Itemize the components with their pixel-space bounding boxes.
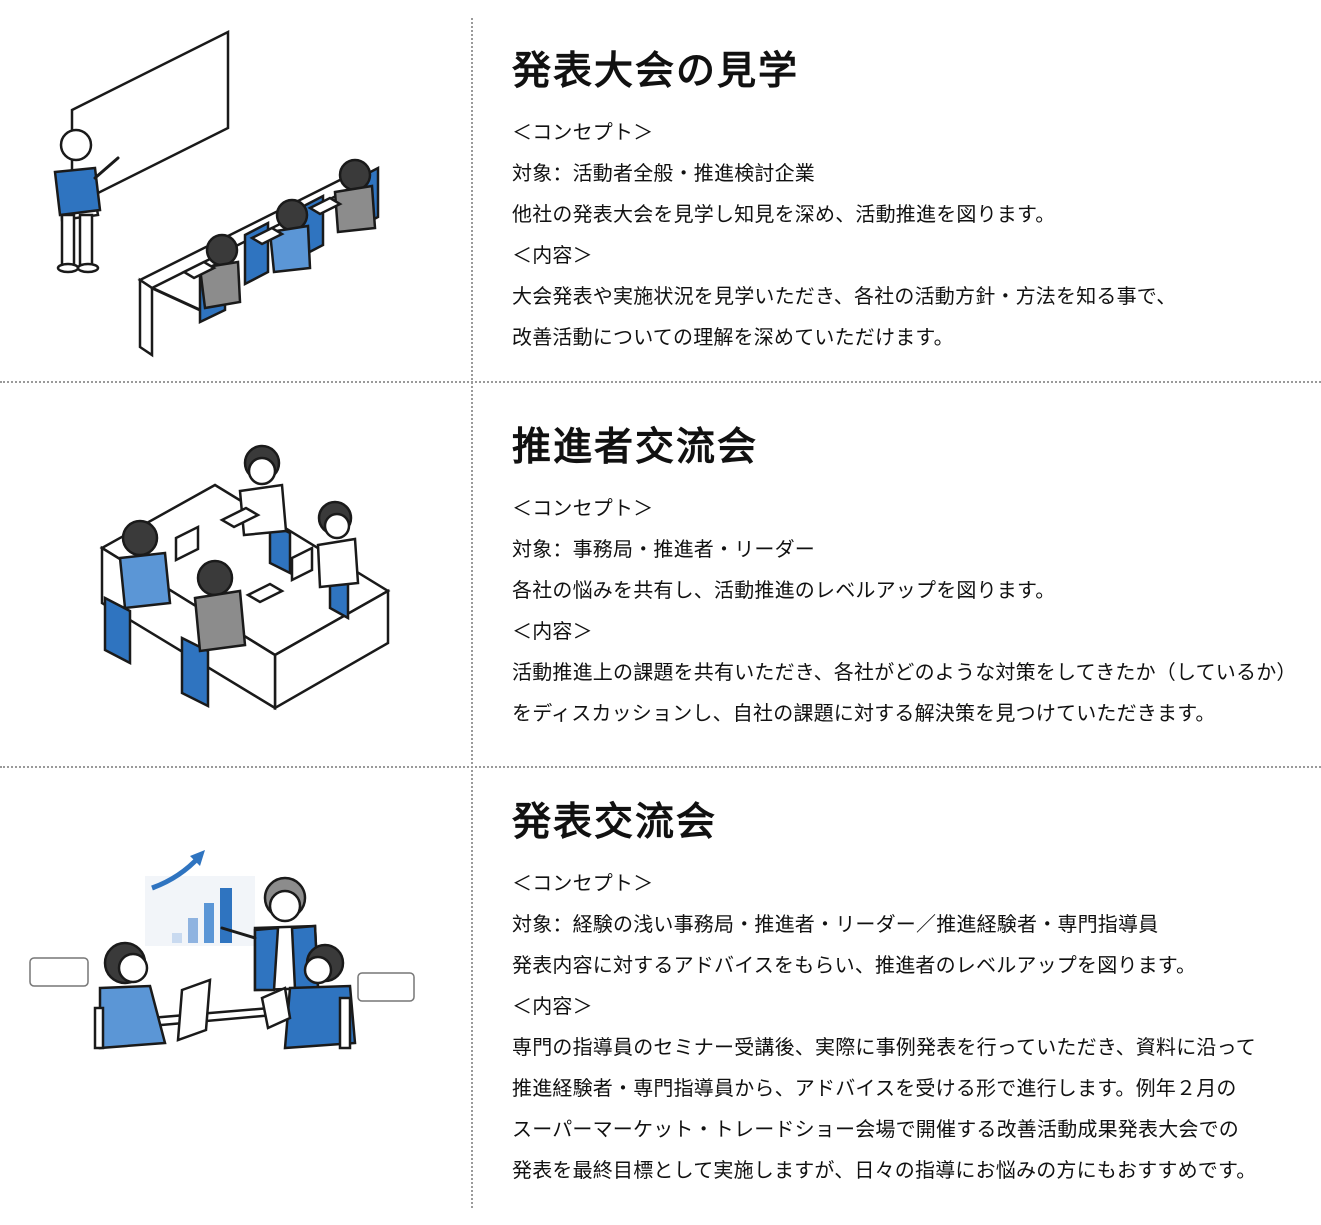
concept-heading: ＜コンセプト＞ (512, 496, 654, 520)
content-line: 活動推進上の課題を共有いただき、各社がどのような対策をしてきたか（しているか） (512, 660, 1297, 684)
content-line: 専門の指導員のセミナー受講後、実際に事例発表を行っていただき、資料に沿って (512, 1035, 1256, 1059)
concept-line: 各社の悩みを共有し、活動推進のレベルアップを図ります。 (512, 578, 1056, 602)
content-line: 大会発表や実施状況を見学いただき、各社の活動方針・方法を知る事で、 (512, 284, 1177, 308)
concept-line: 他社の発表大会を見学し知見を深め、活動推進を図ります。 (512, 202, 1056, 226)
section-title: 発表交流会 (512, 800, 718, 845)
content-line: 改善活動についての理解を深めていただけます。 (512, 325, 954, 349)
advice-illustration (0, 838, 471, 1128)
section-presentation-tour: 発表大会の見学 ＜コンセプト＞ 対象：活動者全般・推進検討企業 他社の発表大会を… (0, 0, 1321, 381)
meeting-illustration (0, 423, 471, 733)
target-line: 対象：活動者全般・推進検討企業 (512, 161, 815, 185)
content-line: 発表を最終目標として実施しますが、日々の指導にお悩みの方にもおすすめです。 (512, 1158, 1257, 1182)
concept-heading: ＜コンセプト＞ (512, 120, 654, 144)
content-line: をディスカッションし、自社の課題に対する解決策を見つけていただきます。 (512, 701, 1216, 725)
section-text: 発表大会の見学 ＜コンセプト＞ 対象：活動者全般・推進検討企業 他社の発表大会を… (512, 52, 1302, 358)
target-line: 対象：事務局・推進者・リーダー (512, 537, 815, 561)
content-line: 推進経験者・専門指導員から、アドバイスを受ける形で進行します。例年２月の (512, 1076, 1237, 1100)
presentation-illustration (0, 10, 471, 370)
section-text: 推進者交流会 ＜コンセプト＞ 対象：事務局・推進者・リーダー 各社の悩みを共有し… (512, 428, 1302, 734)
concept-heading: ＜コンセプト＞ (512, 871, 654, 895)
content-heading: ＜内容＞ (512, 619, 593, 643)
content-heading: ＜内容＞ (512, 994, 593, 1018)
section-text: 発表交流会 ＜コンセプト＞ 対象：経験の浅い事務局・推進者・リーダー／推進経験者… (512, 803, 1302, 1191)
section-presentation-exchange: 発表交流会 ＜コンセプト＞ 対象：経験の浅い事務局・推進者・リーダー／推進経験者… (0, 768, 1321, 1225)
target-line: 対象：経験の浅い事務局・推進者・リーダー／推進経験者・専門指導員 (512, 912, 1159, 936)
section-title: 推進者交流会 (512, 425, 759, 470)
section-title: 発表大会の見学 (512, 49, 800, 94)
concept-line: 発表内容に対するアドバイスをもらい、推進者のレベルアップを図ります。 (512, 953, 1197, 977)
content-line: スーパーマーケット・トレードショー会場で開催する改善活動成果発表大会での (512, 1117, 1239, 1141)
section-promoter-exchange: 推進者交流会 ＜コンセプト＞ 対象：事務局・推進者・リーダー 各社の悩みを共有し… (0, 383, 1321, 766)
content-heading: ＜内容＞ (512, 243, 593, 267)
